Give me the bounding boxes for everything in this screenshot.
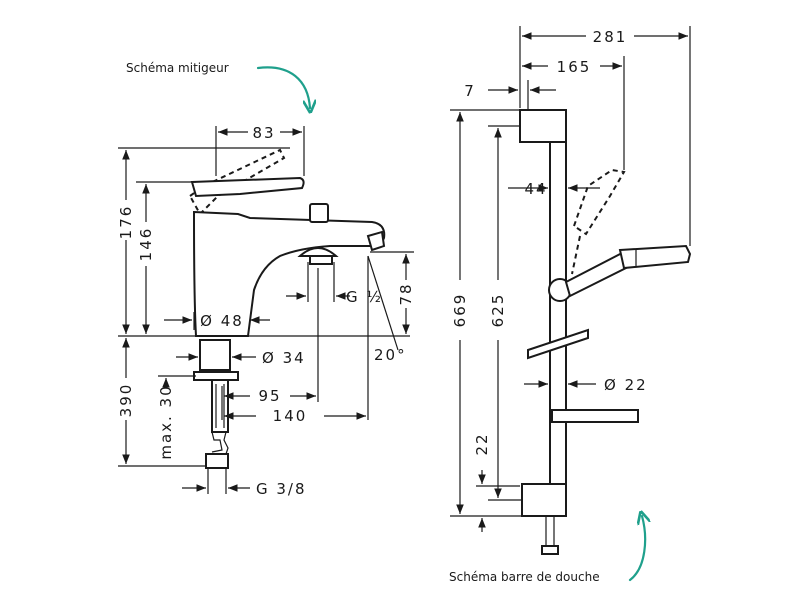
dim-669-label: 669 <box>451 293 469 328</box>
threaded-rod <box>211 379 229 433</box>
hose-braid <box>223 431 229 455</box>
spout-tip <box>366 230 386 252</box>
slider-band <box>527 328 589 360</box>
dim-bottom-22-label: 22 <box>473 432 491 455</box>
handshower-tilted-handle <box>571 235 581 275</box>
shower-bar-caption-arrow-icon <box>628 516 645 582</box>
dim-7-label: 7 <box>464 82 476 100</box>
shower-rail <box>549 139 567 489</box>
dim-165-label: 165 <box>557 58 592 76</box>
handshower-head <box>618 244 692 270</box>
max-30-label: max. 30 <box>157 384 175 459</box>
hose-nut <box>205 453 229 469</box>
bottom-bracket <box>521 483 567 517</box>
mixer-caption-arrow-icon <box>256 66 310 108</box>
diverter-knob <box>309 203 329 223</box>
angle-20-label: 20° <box>374 346 407 364</box>
thread-3-8-label: G 3/8 <box>256 480 307 498</box>
mixer-drawing: 83 176 146 Ø 48 Ø 34 G ½ 78 20 <box>117 124 415 498</box>
holder-arm <box>564 250 632 298</box>
dim-146-label: 146 <box>137 227 155 262</box>
mixer-caption: Schéma mitigeur <box>126 61 229 75</box>
fixing-nut <box>193 371 239 381</box>
handshower-tilted-dashed <box>572 168 626 236</box>
dim-281-label: 281 <box>593 28 628 46</box>
dim-95-label: 95 <box>258 387 281 405</box>
shower-bar-drawing: 281 165 7 44 669 625 Ø 22 <box>450 26 692 555</box>
spout-outlet <box>297 247 339 257</box>
shank <box>199 339 231 371</box>
top-bracket <box>519 109 567 143</box>
soap-dish <box>551 409 639 423</box>
aerator <box>309 255 333 265</box>
mixer-body <box>192 210 386 337</box>
dim-140-label: 140 <box>273 407 308 425</box>
thread-half-label: G ½ <box>346 288 383 306</box>
mixer-lever <box>190 176 305 198</box>
angle-line <box>367 255 399 351</box>
hose-connector <box>541 545 559 555</box>
dim-44-label: 44 <box>524 180 547 198</box>
dim-83-label: 83 <box>252 124 275 142</box>
dim-390-label: 390 <box>117 383 135 418</box>
dim-34-label: Ø 34 <box>262 349 306 367</box>
dim-diameter-22-label: Ø 22 <box>604 376 648 394</box>
dim-625-label: 625 <box>489 293 507 328</box>
dim-48-label: Ø 48 <box>200 312 244 330</box>
shower-bar-caption: Schéma barre de douche <box>449 570 600 584</box>
dim-176-label: 176 <box>117 205 135 240</box>
dim-78-label: 78 <box>397 282 415 305</box>
hose-braid <box>211 431 223 453</box>
